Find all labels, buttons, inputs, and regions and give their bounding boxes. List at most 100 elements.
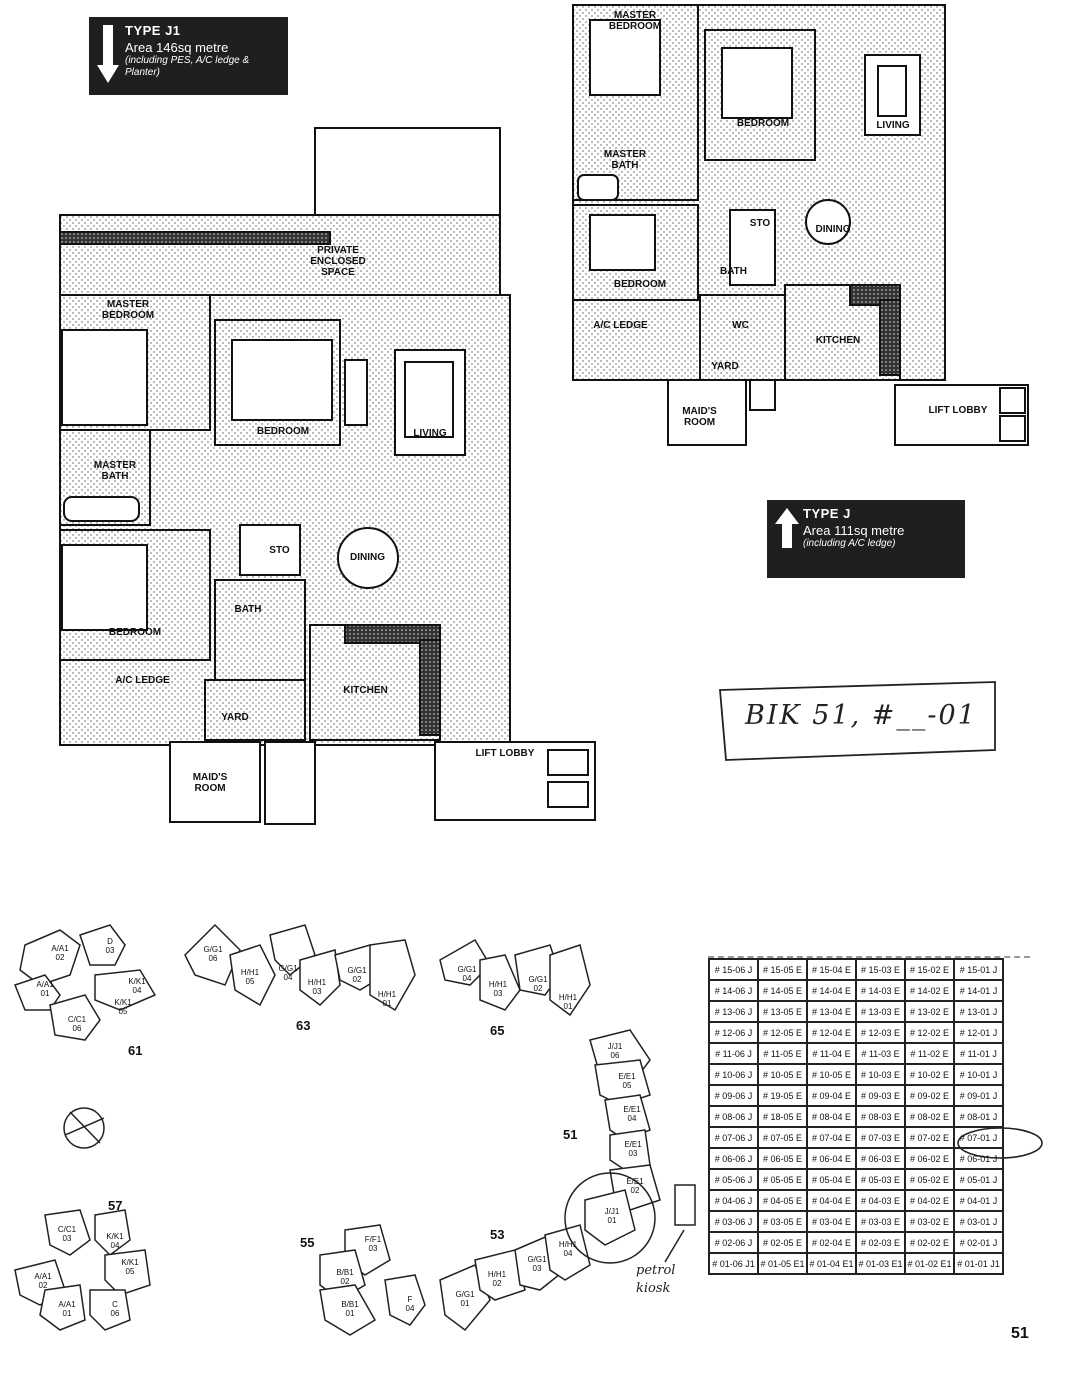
site-plan — [14, 923, 696, 1336]
j1-maids-room-label: MAID'S ROOM — [192, 772, 228, 794]
unit-label: E/E1 04 — [623, 1105, 641, 1123]
unit-table-cell: # 10-01 J — [953, 1063, 1004, 1086]
unit-table-cell: # 08-06 J — [708, 1105, 759, 1128]
unit-table-cell: # 11-04 E — [806, 1042, 857, 1065]
j-kitchen-label: KITCHEN — [815, 335, 861, 346]
type-j-title: TYPE J — [803, 506, 851, 521]
unit-label: H/H1 04 — [558, 1240, 578, 1258]
unit-table-cell: # 10-03 E — [855, 1063, 906, 1086]
unit-table-row: # 11-06 J# 11-05 E# 11-04 E# 11-03 E# 11… — [708, 1042, 1004, 1065]
unit-label: C/C1 06 — [67, 1015, 87, 1033]
handwritten-box — [719, 681, 996, 761]
unit-label: G/G1 02 — [528, 975, 548, 993]
unit-table-cell: # 03-03 E — [855, 1210, 906, 1233]
j1-bath-label: BATH — [234, 604, 262, 615]
unit-label: G/G1 06 — [203, 945, 223, 963]
unit-table-row: # 14-06 J# 14-05 E# 14-04 E# 14-03 E# 14… — [708, 979, 1004, 1002]
unit-label: E/E1 05 — [618, 1072, 636, 1090]
j1-sto-label: STO — [269, 545, 290, 556]
unit-table-cell: # 18-05 E — [757, 1105, 808, 1128]
j-maids-room-label: MAID'S ROOM — [682, 406, 717, 428]
unit-table-row: # 08-06 J# 18-05 E# 08-04 E# 08-03 E# 08… — [708, 1105, 1004, 1128]
type-j1-title: TYPE J1 — [125, 23, 181, 38]
unit-table-cell: # 06-02 E — [904, 1147, 955, 1170]
j1-dining-label: DINING — [350, 552, 385, 563]
block-61-label: 61 — [128, 1043, 143, 1058]
block-55-label: 55 — [300, 1235, 315, 1250]
unit-table-cell: # 03-06 J — [708, 1210, 759, 1233]
unit-table-cell: # 09-01 J — [953, 1084, 1004, 1107]
unit-table-cell: # 12-03 E — [855, 1021, 906, 1044]
unit-label: A/A1 01 — [36, 980, 54, 998]
unit-table-cell: # 02-03 E — [855, 1231, 906, 1254]
unit-label: G/G1 04 — [278, 964, 298, 982]
unit-table-cell: # 08-03 E — [855, 1105, 906, 1128]
unit-label: A/A1 02 — [34, 1272, 52, 1290]
unit-table-row: # 07-06 J# 07-05 E# 07-04 E# 07-03 E# 07… — [708, 1126, 1004, 1149]
unit-table-cell: # 01-05 E1 — [757, 1252, 808, 1275]
j1-bedroom-a-label: BEDROOM — [256, 426, 310, 437]
unit-table-cell: # 03-02 E — [904, 1210, 955, 1233]
j-lift-lobby-label: LIFT LOBBY — [928, 405, 988, 416]
unit-table-cell: # 09-03 E — [855, 1084, 906, 1107]
unit-table-cell: # 06-03 E — [855, 1147, 906, 1170]
unit-label: E/E1 03 — [624, 1140, 642, 1158]
unit-table-cell: # 15-05 E — [757, 958, 808, 981]
unit-label: G/G1 02 — [347, 966, 367, 984]
unit-table-cell: # 15-03 E — [855, 958, 906, 981]
unit-table-row: # 02-06 J# 02-05 E# 02-04 E# 02-03 E# 02… — [708, 1231, 1004, 1254]
j1-ac-ledge-label: A/C LEDGE — [115, 675, 170, 686]
unit-table-row: # 13-06 J# 13-05 E# 13-04 E# 13-03 E# 13… — [708, 1000, 1004, 1023]
unit-label: H/H1 05 — [240, 968, 260, 986]
unit-table-cell: # 15-06 J — [708, 958, 759, 981]
unit-label: J/J1 06 — [607, 1042, 623, 1060]
unit-table-cell: # 12-02 E — [904, 1021, 955, 1044]
unit-table-cell: # 11-01 J — [953, 1042, 1004, 1065]
unit-table-cell: # 11-03 E — [855, 1042, 906, 1065]
unit-table-cell: # 15-02 E — [904, 958, 955, 981]
unit-table-cell: # 11-02 E — [904, 1042, 955, 1065]
unit-table-cell: # 09-04 E — [806, 1084, 857, 1107]
unit-table-cell: # 12-06 J — [708, 1021, 759, 1044]
unit-table-cell: # 02-01 J — [953, 1231, 1004, 1254]
unit-table-cell: # 06-06 J — [708, 1147, 759, 1170]
unit-table-row: # 15-06 J# 15-05 E# 15-04 E# 15-03 E# 15… — [708, 958, 1004, 981]
block-57-label: 57 — [108, 1198, 123, 1213]
unit-table-cell: # 14-02 E — [904, 979, 955, 1002]
unit-table-cell: # 13-05 E — [757, 1000, 808, 1023]
unit-table-row: # 06-06 J# 06-05 E# 06-04 E# 06-03 E# 06… — [708, 1147, 1004, 1170]
block-65-label: 65 — [490, 1023, 505, 1038]
unit-table-cell: # 02-02 E — [904, 1231, 955, 1254]
unit-table-cell: # 05-02 E — [904, 1168, 955, 1191]
j1-kitchen-label: KITCHEN — [343, 685, 388, 696]
unit-table-cell: # 07-06 J — [708, 1126, 759, 1149]
unit-table-row: # 05-06 J# 05-05 E# 05-04 E# 05-03 E# 05… — [708, 1168, 1004, 1191]
unit-label: J/J1 01 — [604, 1207, 620, 1225]
unit-table-row: # 09-06 J# 19-05 E# 09-04 E# 09-03 E# 09… — [708, 1084, 1004, 1107]
unit-table-cell: # 13-03 E — [855, 1000, 906, 1023]
unit-label: C/C1 03 — [57, 1225, 77, 1243]
unit-table-cell: # 06-04 E — [806, 1147, 857, 1170]
unit-table-row: # 03-06 J# 03-05 E# 03-04 E# 03-03 E# 03… — [708, 1210, 1004, 1233]
unit-table-cell: # 01-03 E1 — [855, 1252, 906, 1275]
unit-table-cell: # 19-05 E — [757, 1084, 808, 1107]
unit-table-cell: # 07-04 E — [806, 1126, 857, 1149]
j1-yard-label: YARD — [221, 712, 249, 723]
unit-label: B/B1 01 — [341, 1300, 359, 1318]
j1-lift-lobby-label: LIFT LOBBY — [475, 748, 535, 759]
j1-private-enclosed-space-label: PRIVATE ENCLOSED SPACE — [310, 245, 366, 278]
j-master-bath-label: MASTER BATH — [603, 149, 647, 171]
unit-label: H/H1 02 — [487, 1270, 507, 1288]
unit-label: K/K1 05 — [114, 998, 132, 1016]
unit-table-row: # 12-06 J# 12-05 E# 12-04 E# 12-03 E# 12… — [708, 1021, 1004, 1044]
unit-table-row: # 01-06 J1# 01-05 E1# 01-04 E1# 01-03 E1… — [708, 1252, 1004, 1275]
arrow-up-icon — [775, 508, 799, 548]
j-bedroom-a-label: BEDROOM — [736, 118, 790, 129]
unit-table-cell: # 13-06 J — [708, 1000, 759, 1023]
unit-table-cell: # 14-03 E — [855, 979, 906, 1002]
unit-label: E/E1 02 — [626, 1177, 644, 1195]
unit-table-cell: # 11-05 E — [757, 1042, 808, 1065]
unit-table-cell: # 10-05 E — [757, 1063, 808, 1086]
unit-table-row: # 10-06 J# 10-05 E# 10-05 E# 10-03 E# 10… — [708, 1063, 1004, 1086]
